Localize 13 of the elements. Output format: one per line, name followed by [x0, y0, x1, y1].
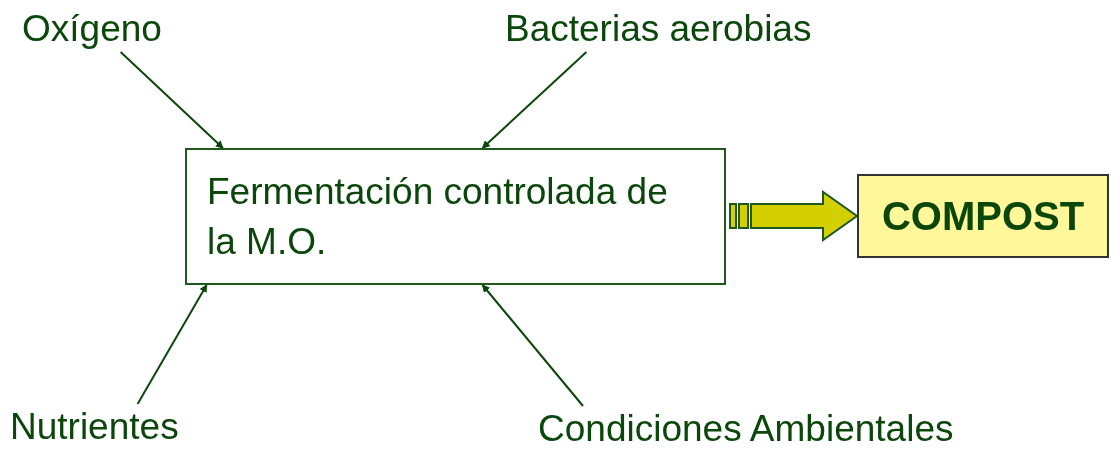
arrow	[481, 284, 584, 407]
factor-label: Condiciones Ambientales	[538, 406, 1038, 452]
arrow	[136, 284, 208, 405]
result-box	[857, 174, 1109, 258]
factor-label: Oxígeno	[22, 6, 192, 52]
factor-label: Bacterias aerobias	[505, 6, 875, 52]
factor-label: Nutrientes	[10, 404, 230, 450]
arrow	[481, 51, 588, 149]
process-box	[185, 148, 726, 285]
node-text: Fermentación controlada de la M.O.	[207, 169, 669, 264]
block-arrow	[729, 190, 859, 242]
arrow	[119, 51, 224, 149]
node-text: COMPOST	[881, 193, 1085, 240]
